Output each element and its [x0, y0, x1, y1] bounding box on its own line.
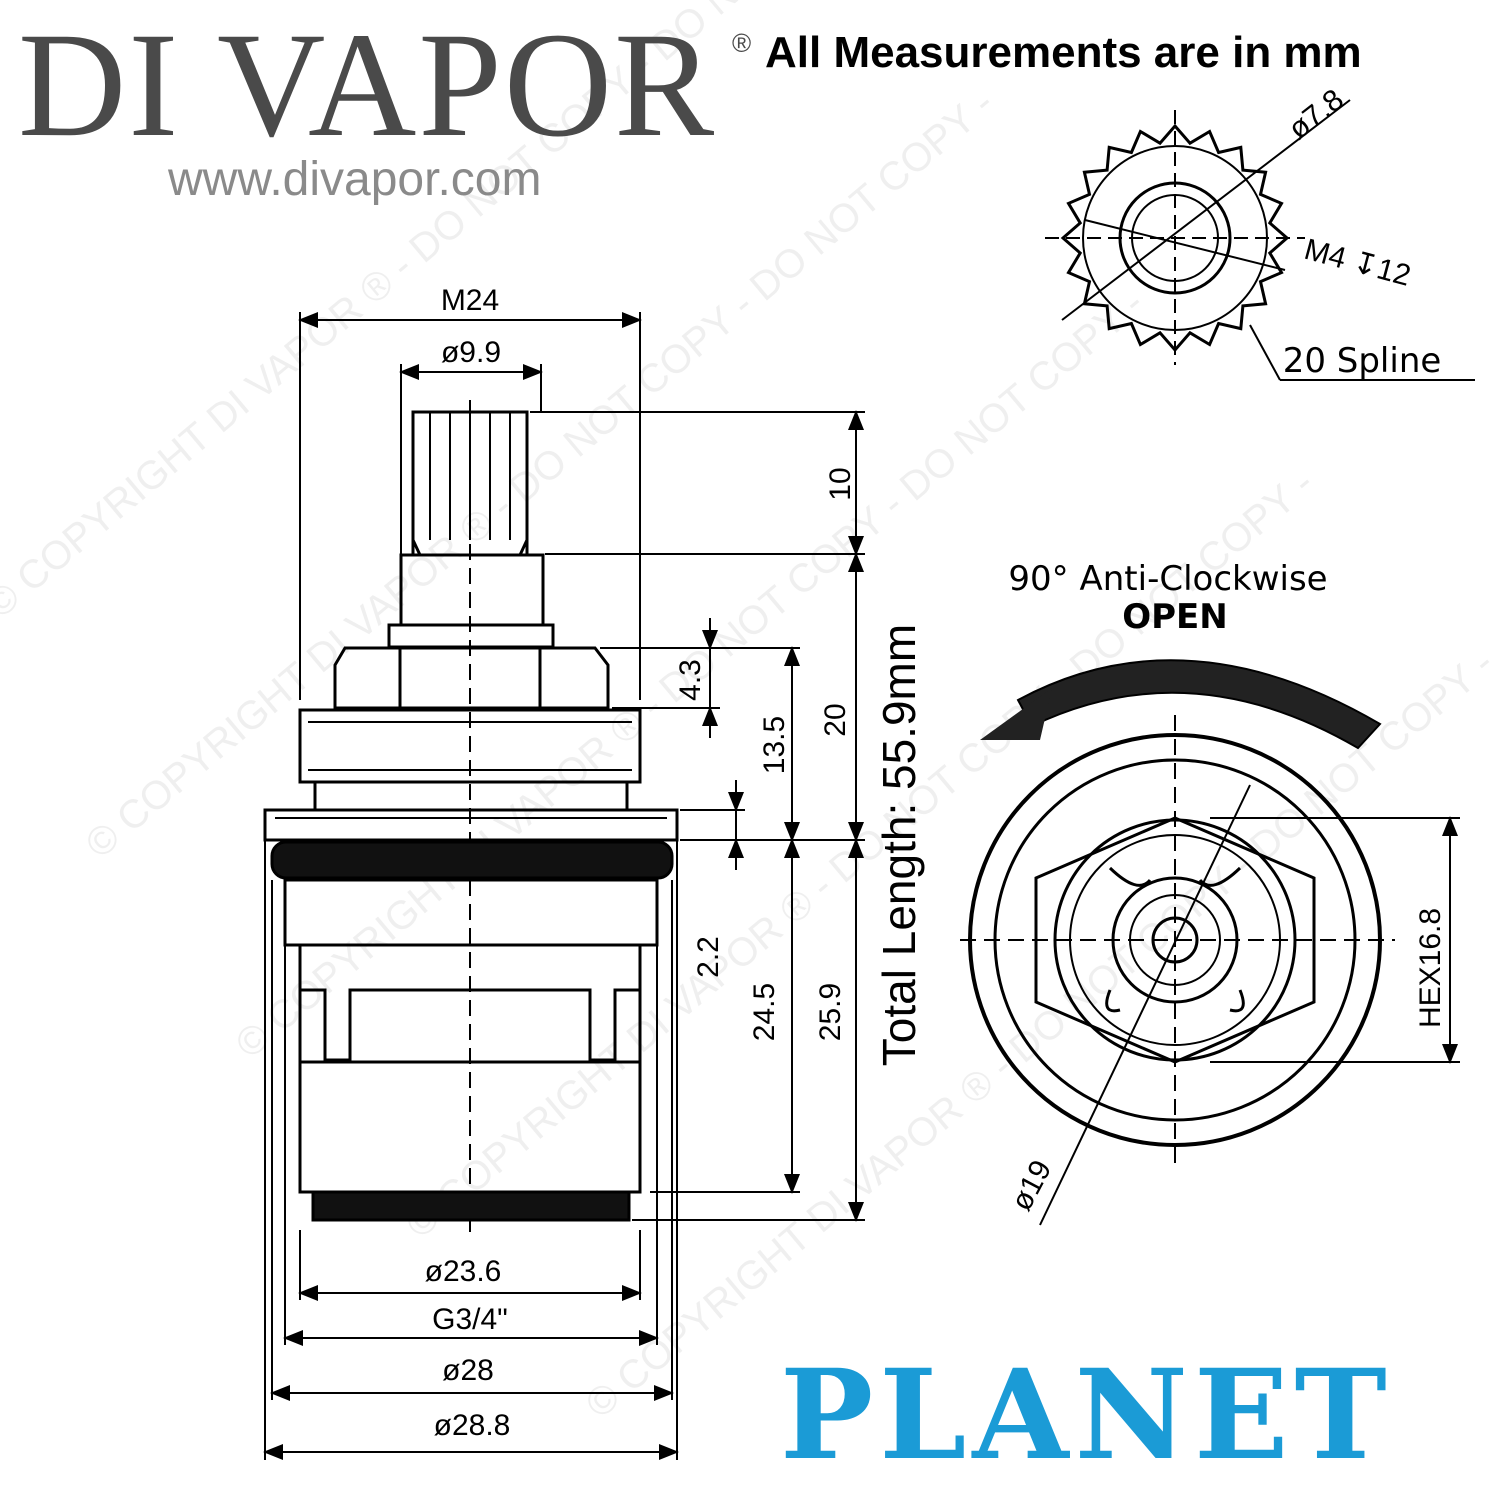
rotation-note: 90° Anti-Clockwise — [1008, 559, 1327, 599]
dim-thread-size: G3/4" — [432, 1303, 508, 1336]
dim-body-height: 24.5 — [748, 983, 781, 1041]
dim-spline-height: 10 — [824, 467, 857, 500]
dim-hex-height: 4.3 — [674, 659, 707, 701]
product-name: PLANET — [780, 1343, 1393, 1488]
website-url[interactable]: www.divapor.com — [168, 153, 542, 206]
hex-nut — [333, 646, 610, 710]
end-view — [960, 715, 1460, 1226]
side-view — [263, 400, 679, 1240]
registered-mark: ® — [732, 28, 752, 58]
open-label: OPEN — [1122, 597, 1228, 637]
units-note: All Measurements are in mm — [765, 28, 1362, 77]
o-ring — [270, 840, 674, 880]
d19-leader — [1039, 784, 1251, 1226]
dim-lower-height: 25.9 — [814, 983, 847, 1041]
spline-diameter: ø7.8 — [1282, 83, 1350, 146]
dim-oring-diameter: ø28 — [442, 1354, 494, 1387]
dim-upper-height: 13.5 — [758, 716, 791, 774]
dim-stem-diameter: ø9.9 — [441, 336, 501, 369]
brand-logo: DI VAPOR — [18, 2, 717, 168]
dim-top-height: 20 — [819, 703, 852, 736]
spline-thread: M4 ↧12 — [1301, 233, 1414, 293]
dim-flange-diameter: ø28.8 — [434, 1409, 511, 1442]
svg-text:© COPYRIGHT DI VAPOR ® - DO NO: © COPYRIGHT DI VAPOR ® - DO NOT COPY - D… — [578, 641, 1500, 1427]
hex-size: HEX16.8 — [1414, 908, 1447, 1028]
slotted-waist — [298, 945, 642, 1062]
total-length: Total Length: 55.9mm — [873, 624, 925, 1066]
spline-view — [1045, 99, 1475, 381]
dim-flange-height: 2.2 — [692, 936, 725, 978]
spline-count: 20 Spline — [1283, 341, 1442, 381]
dim-seal-diameter: ø23.6 — [425, 1255, 502, 1288]
upper-body — [283, 878, 659, 947]
rotation-arrow — [980, 659, 1382, 750]
side-dimension-lines — [263, 312, 865, 1460]
dim-m24: M24 — [441, 284, 499, 317]
end-diameter: ø19 — [1005, 1155, 1058, 1216]
bottom-seal — [311, 1190, 631, 1222]
flange — [263, 808, 679, 842]
